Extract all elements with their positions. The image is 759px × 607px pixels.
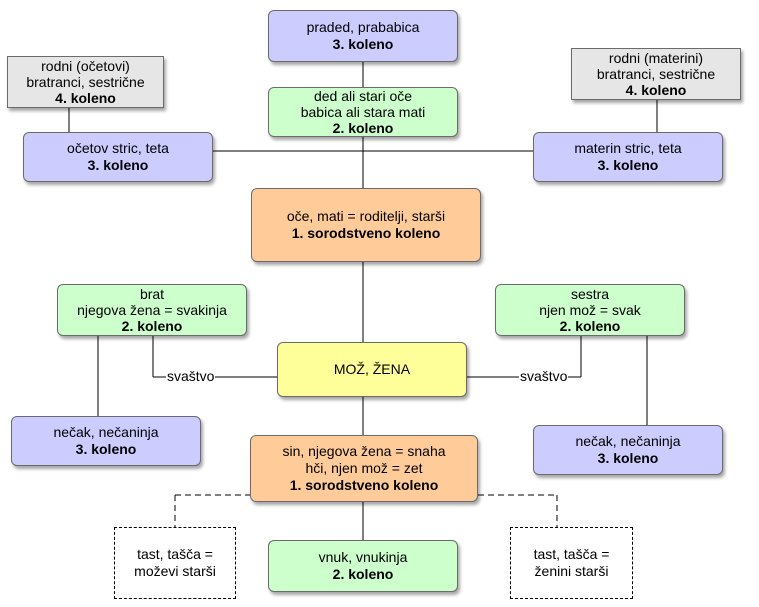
node-maternal-cousins: rodni (materini) bratranci, sestrične 4.… xyxy=(571,48,741,100)
node-degree: 3. koleno xyxy=(332,36,394,52)
node-line: praded, prababica xyxy=(306,19,420,35)
node-line: oče, mati = roditelji, starši xyxy=(286,208,446,224)
label-in-law-right: svaštvo xyxy=(519,368,569,384)
node-line: materin stric, teta xyxy=(574,140,682,156)
node-parents-in-law-right: tast, tašča = ženini starši xyxy=(510,527,633,599)
node-maternal-uncle-aunt: materin stric, teta 3. koleno xyxy=(533,132,723,182)
node-parents-in-law-left: tast, tašča = moževi starši xyxy=(114,527,236,599)
node-line: bratranci, sestrične xyxy=(26,74,145,90)
node-degree: 3. koleno xyxy=(597,450,659,466)
node-degree: 2. koleno xyxy=(332,566,394,582)
node-degree: 2. koleno xyxy=(332,120,394,136)
node-line: njegova žena = svakinja xyxy=(77,302,227,318)
node-brother: brat njegova žena = svakinja 2. koleno xyxy=(57,284,247,336)
node-nephew-niece-right: nečak, nečaninja 3. koleno xyxy=(533,425,723,475)
node-line: nečak, nečaninja xyxy=(53,424,159,440)
node-line: sin, njegova žena = snaha xyxy=(282,443,446,459)
node-grandchildren: vnuk, vnukinja 2. koleno xyxy=(268,540,458,592)
node-degree: 4. koleno xyxy=(55,90,116,106)
node-degree: 1. sorodstveno koleno xyxy=(289,477,439,493)
node-degree: 3. koleno xyxy=(75,441,137,457)
node-line: vnuk, vnukinja xyxy=(318,549,408,565)
node-line: ženini starši xyxy=(534,563,609,579)
node-great-grandparents: praded, prababica 3. koleno xyxy=(268,10,458,62)
node-nephew-niece-left: nečak, nečaninja 3. koleno xyxy=(11,416,201,466)
node-line: njen mož = svak xyxy=(539,302,641,318)
node-line: babica ali stara mati xyxy=(300,104,426,120)
node-line: MOŽ, ŽENA xyxy=(333,361,411,377)
node-degree: 2. koleno xyxy=(121,318,183,334)
node-line: nečak, nečaninja xyxy=(575,433,681,449)
node-parents: oče, mati = roditelji, starši 1. sorodst… xyxy=(251,188,481,262)
node-line: tast, tašča = xyxy=(533,546,610,562)
node-line: rodni (očetovi) xyxy=(41,58,130,74)
label-in-law-left: svaštvo xyxy=(166,368,216,384)
node-sister: sestra njen mož = svak 2. koleno xyxy=(495,284,685,336)
node-line: brat xyxy=(139,286,165,302)
node-degree: 3. koleno xyxy=(597,157,659,173)
node-line: ded ali stari oče xyxy=(313,88,413,104)
node-line: bratranci, sestrične xyxy=(596,66,716,82)
node-line: sestra xyxy=(570,286,610,302)
node-degree: 1. sorodstveno koleno xyxy=(291,225,441,241)
node-line: hči, njen mož = zet xyxy=(305,460,423,476)
node-line: tast, tašča = xyxy=(137,546,213,562)
node-line: rodni (materini) xyxy=(608,50,704,66)
node-paternal-cousins: rodni (očetovi) bratranci, sestrične 4. … xyxy=(7,56,164,108)
node-line: moževi starši xyxy=(134,563,216,579)
node-degree: 2. koleno xyxy=(559,318,621,334)
node-husband-wife: MOŽ, ŽENA xyxy=(277,342,467,397)
node-paternal-uncle-aunt: očetov stric, teta 3. koleno xyxy=(23,132,213,182)
node-degree: 3. koleno xyxy=(87,157,149,173)
node-degree: 4. koleno xyxy=(625,82,687,98)
node-children: sin, njegova žena = snaha hči, njen mož … xyxy=(250,435,478,502)
node-line: očetov stric, teta xyxy=(67,140,169,156)
node-grandparents: ded ali stari oče babica ali stara mati … xyxy=(268,87,458,137)
